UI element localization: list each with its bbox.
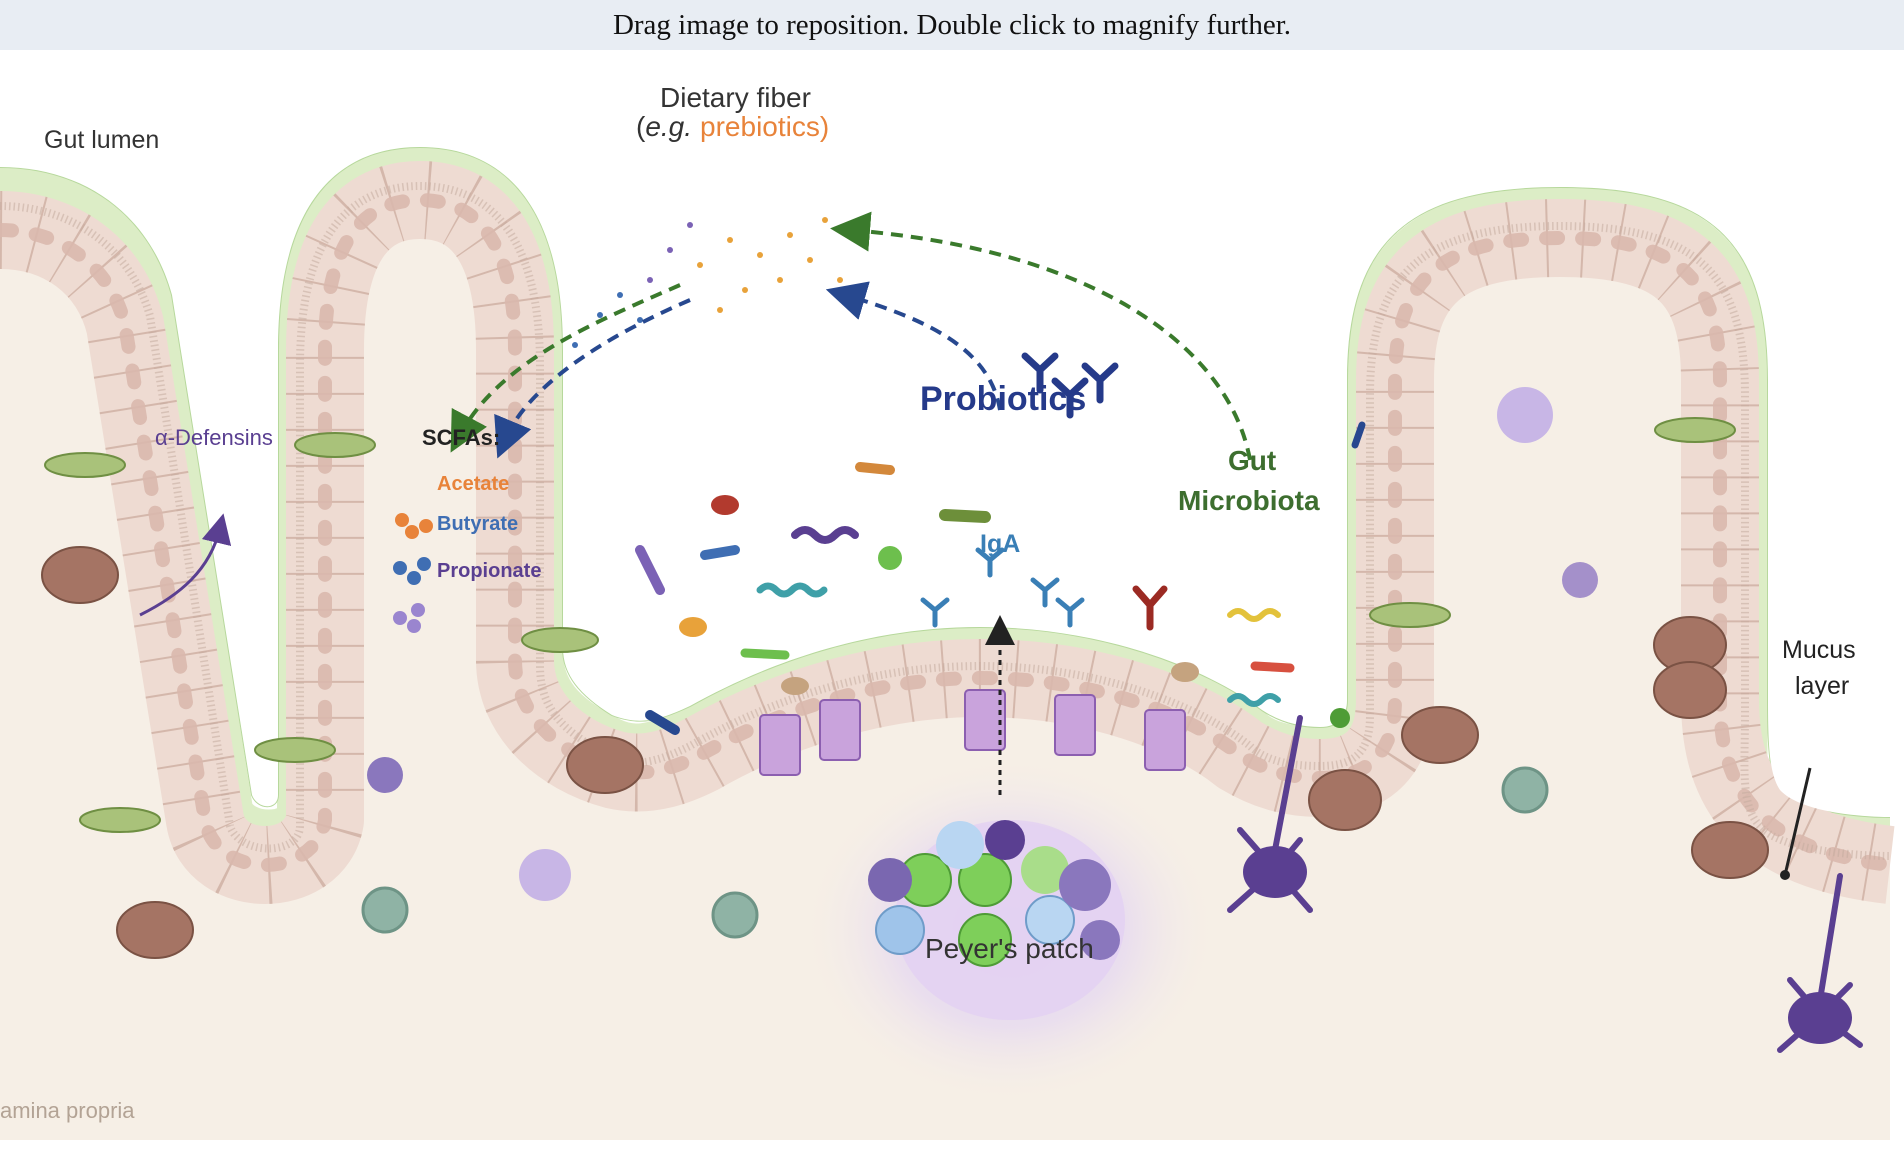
label-peyers-patch: Peyer's patch xyxy=(925,933,1094,964)
paneth-cells xyxy=(41,546,1769,959)
red-antibody xyxy=(1132,585,1168,631)
label-dietary-fiber: Dietary fiber xyxy=(660,82,811,113)
arrow-microbiota-to-fiber xyxy=(830,211,1252,461)
arrow-fiber-to-scfa-blue xyxy=(494,298,691,459)
label-butyrate: Butyrate xyxy=(437,513,518,535)
label-acetate: Acetate xyxy=(437,473,509,495)
label-scfas: SCFAs: xyxy=(422,425,500,450)
label-mucus-2: layer xyxy=(1795,672,1849,700)
goblet-cells xyxy=(44,417,1736,833)
viewer-hint-bar: Drag image to reposition. Double click t… xyxy=(0,0,1904,50)
label-gut-lumen: Gut lumen xyxy=(44,126,159,154)
label-defensins: α-Defensins xyxy=(155,425,273,450)
arrow-defensins xyxy=(139,513,232,617)
label-propionate: Propionate xyxy=(437,560,541,582)
scfa-legend-icons xyxy=(393,513,433,633)
label-gut-microbiota-2: Microbiota xyxy=(1178,485,1320,516)
peyers-patch-cells xyxy=(868,820,1120,967)
label-lamina-propria: amina propria xyxy=(0,1098,135,1123)
label-gut-microbiota-1: Gut xyxy=(1228,445,1276,476)
label-mucus-1: Mucus xyxy=(1782,636,1856,664)
label-eg: e.g. xyxy=(645,111,692,142)
label-eg-open: ( xyxy=(636,111,646,142)
immune-cells xyxy=(361,387,1598,939)
mucus-pointer-dot xyxy=(1780,870,1790,880)
mucus-pointer-line xyxy=(1783,767,1812,876)
m-cells xyxy=(759,689,1186,776)
diagram-viewport[interactable]: Gut lumen Dietary fiber (e.g. prebiotics)… xyxy=(0,50,1904,1160)
probiotic-antibodies xyxy=(1021,352,1119,419)
gut-diagram[interactable]: Gut lumen Dietary fiber (e.g. prebiotics)… xyxy=(0,50,1904,1160)
dendritic-cell-body-1 xyxy=(1243,846,1307,898)
viewer-hint: Drag image to reposition. Double click t… xyxy=(612,8,1292,41)
microbiota xyxy=(635,421,1366,735)
dendritic-cell-body-2 xyxy=(1788,992,1852,1044)
label-probiotics: Probiotics xyxy=(920,380,1086,418)
label-eg-prebiotics: (e.g. prebiotics) xyxy=(636,111,829,142)
iga-antibodies xyxy=(920,547,1085,628)
arrow-probiotics-to-fiber xyxy=(825,281,1002,411)
label-iga: IgA xyxy=(980,530,1020,558)
gut-lumen-space xyxy=(0,50,1890,817)
fiber-particles xyxy=(572,217,843,348)
label-prebiotics: prebiotics) xyxy=(700,111,829,142)
epithelium-nuclei xyxy=(0,192,1897,872)
